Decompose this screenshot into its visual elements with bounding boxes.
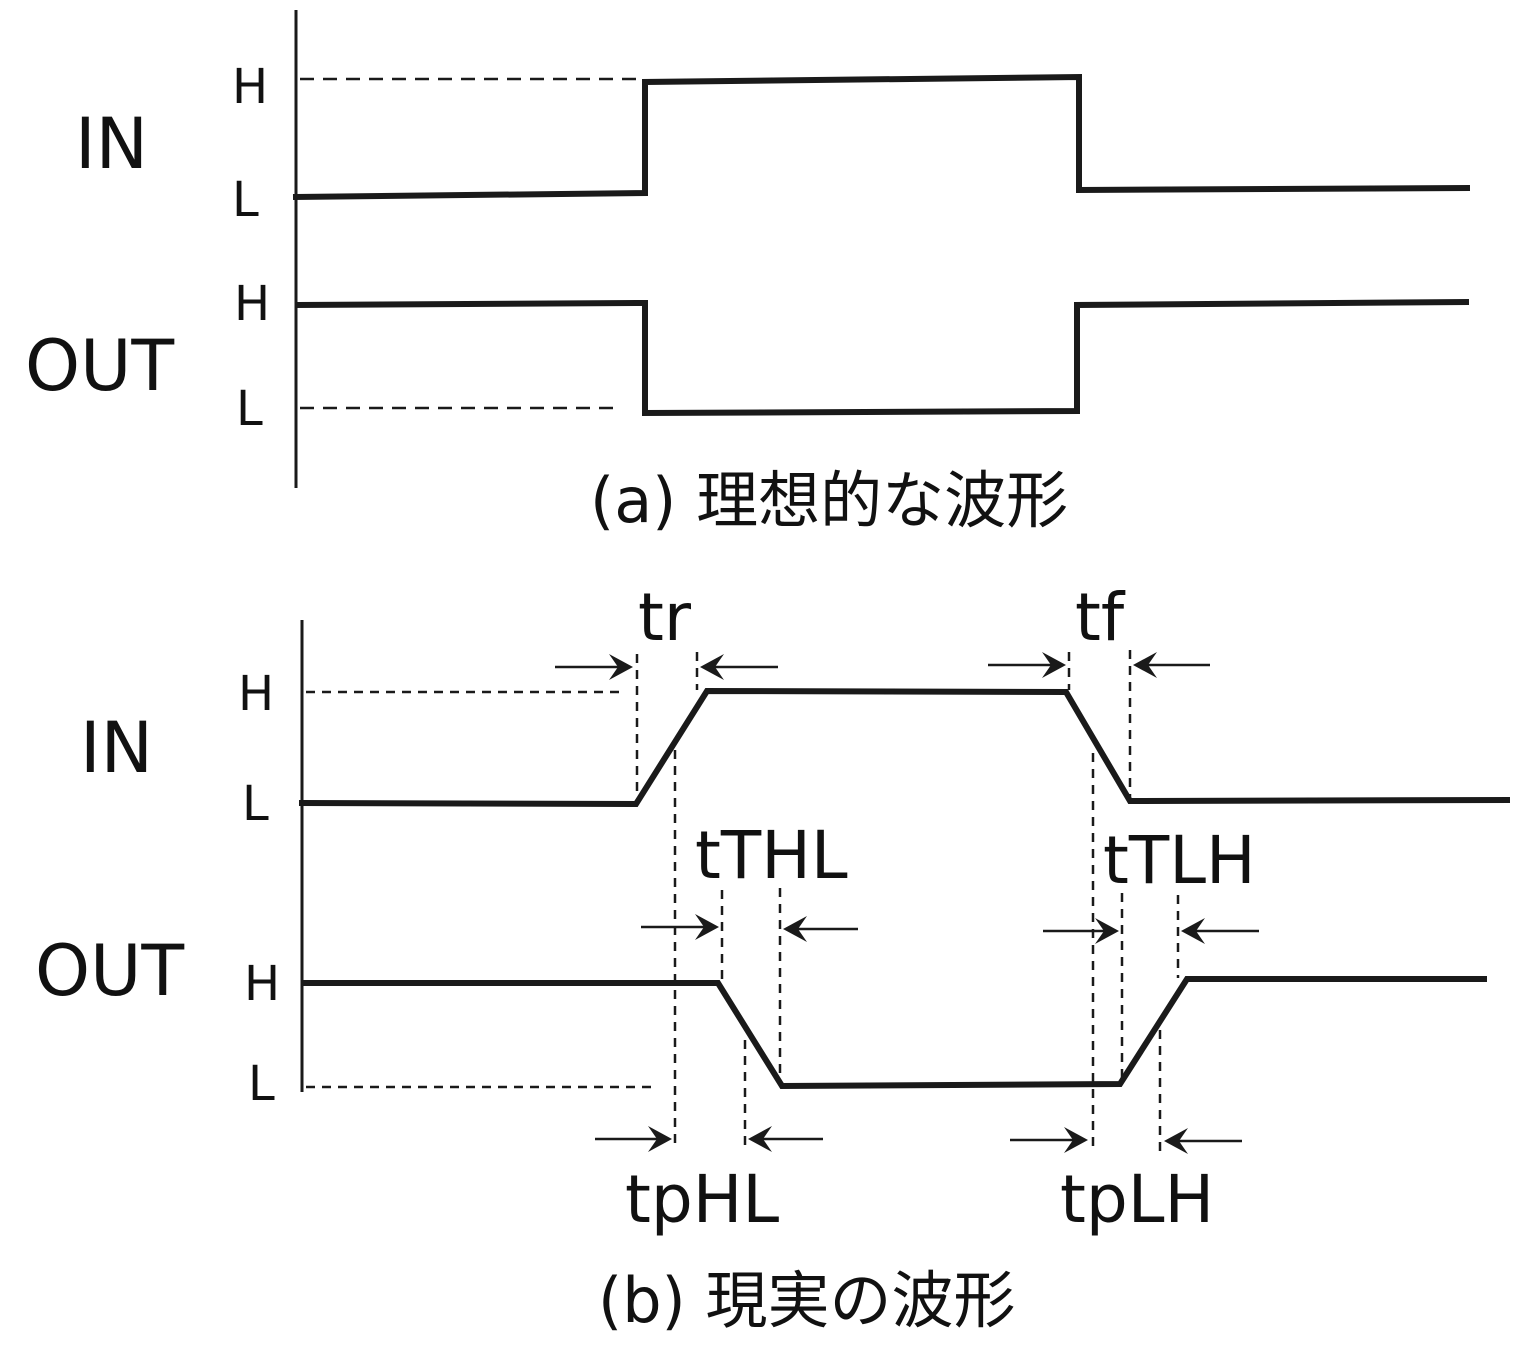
waveform-out-real <box>301 976 1487 1090</box>
arrow-tplh-left <box>1010 1127 1088 1153</box>
arrow-tr-right <box>700 654 778 680</box>
label-tr: tr <box>638 579 692 656</box>
arrow-tphl-left <box>595 1126 672 1152</box>
level-l-out-b: L <box>248 1056 275 1112</box>
arrow-ttlh-left <box>1043 918 1119 944</box>
waveform-out-ideal <box>294 298 1470 417</box>
arrow-tf-left <box>988 652 1066 678</box>
arrow-tphl-right <box>748 1126 823 1152</box>
level-h-in-a: H <box>232 59 268 115</box>
arrowhead-icon <box>609 654 633 680</box>
label-tthl: tTHL <box>695 817 848 894</box>
panel-ideal-waveform: IN OUT H L H L (a) 理想的な波形 <box>25 10 1471 537</box>
level-h-in-b: H <box>238 666 274 722</box>
arrow-tr-left <box>555 654 633 680</box>
arrowhead-icon <box>783 916 807 942</box>
label-ttlh: tTLH <box>1103 822 1256 899</box>
timing-markers <box>635 650 1180 1152</box>
signal-label-out-b: OUT <box>35 930 184 1012</box>
arrowhead-icon <box>1164 1128 1188 1154</box>
caption-a: (a) 理想的な波形 <box>590 464 1068 537</box>
level-h-out-a: H <box>234 276 270 332</box>
label-tf: tf <box>1075 579 1126 656</box>
arrowhead-icon <box>1042 652 1066 678</box>
panel-real-waveform: IN OUT H L H L tr tf tTHL <box>35 579 1511 1337</box>
arrowhead-icon <box>748 1126 772 1152</box>
signal-label-in-a: IN <box>75 103 148 185</box>
arrow-tf-right <box>1133 652 1210 678</box>
arrow-tplh-right <box>1164 1128 1242 1154</box>
waveform-in-real <box>298 687 1511 808</box>
arrowhead-icon <box>1181 918 1205 944</box>
arrow-tthl-right <box>783 916 858 942</box>
level-l-out-a: L <box>236 381 263 437</box>
arrowhead-icon <box>648 1126 672 1152</box>
level-l-in-b: L <box>242 776 269 832</box>
label-tplh: tpLH <box>1060 1161 1214 1238</box>
arrowhead-icon <box>1064 1127 1088 1153</box>
arrow-tthl-left <box>641 914 719 940</box>
timing-arrows <box>555 652 1259 1154</box>
signal-label-in-b: IN <box>80 707 153 789</box>
arrow-ttlh-right <box>1181 918 1259 944</box>
arrowhead-icon <box>695 914 719 940</box>
level-h-out-b: H <box>244 956 280 1012</box>
waveform-in-ideal <box>292 73 1471 201</box>
arrowhead-icon <box>700 654 724 680</box>
level-l-in-a: L <box>232 172 259 228</box>
arrowhead-icon <box>1095 918 1119 944</box>
label-tphl: tpHL <box>625 1161 779 1238</box>
caption-b: (b) 現実の波形 <box>598 1264 1015 1337</box>
signal-label-out-a: OUT <box>25 325 174 407</box>
arrowhead-icon <box>1133 652 1157 678</box>
